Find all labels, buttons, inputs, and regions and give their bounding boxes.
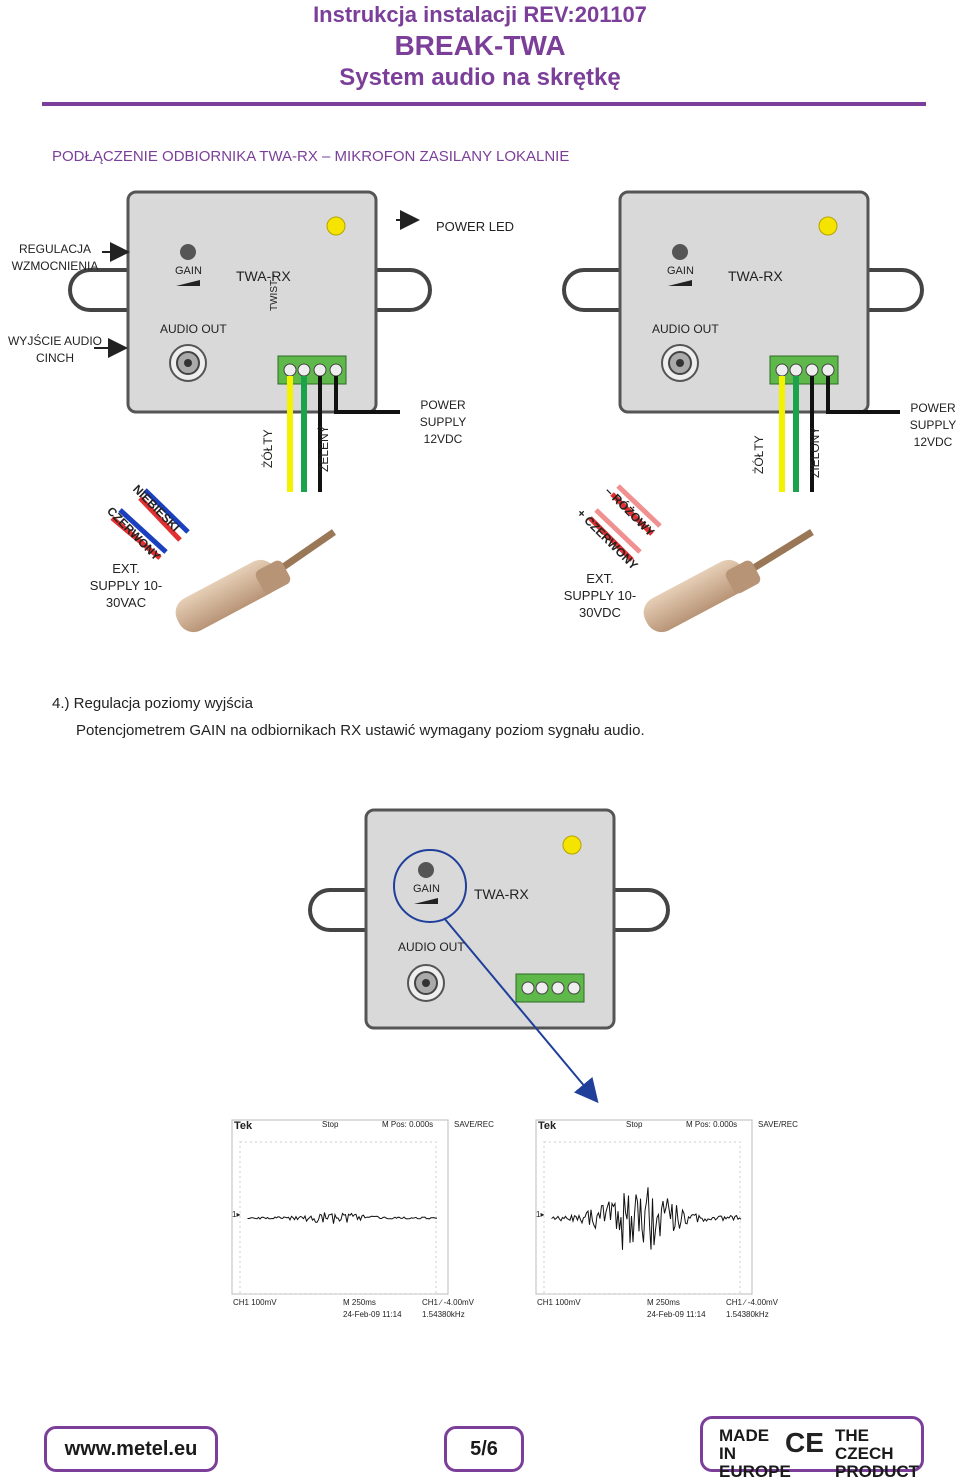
ext-supply-left: EXT. SUPPLY 10-30VAC [86,560,166,611]
left-microphone [170,532,334,638]
gain-label: GAIN [175,265,202,277]
scope-ch1: CH1 100mV [233,1298,277,1307]
left-device [70,192,430,412]
section-title: PODŁĄCZENIE ODBIORNIKA TWA-RX – MIKROFON… [52,148,569,165]
scope-menu-title: SAVE/REC [454,1120,494,1129]
wire-green-right: ZIELONY [808,427,822,478]
audio-cinch-label: WYJŚCIE AUDIO CINCH [0,333,110,367]
doc-revision: Instrukcja instalacji REV:201107 [0,2,960,28]
scope-stop-right: Stop [626,1120,642,1129]
product-subtitle: System audio na skrętkę [0,64,960,92]
wire-green-left: ZELENÝ [317,425,331,472]
header-rule [42,102,926,106]
footer-badge: MADE IN EUROPE CE THE CZECH PRODUCT [700,1416,924,1472]
step-description: Potencjometrem GAIN na odbiornikach RX u… [76,722,645,739]
wire-yellow-left: ŻÓŁTY [261,429,275,468]
audio-out-label: AUDIO OUT [160,322,227,336]
scope-m-right: M 250ms [647,1298,680,1307]
scope-mpos-right: M Pos: 0.000s [686,1120,737,1129]
scope-ch1-right: CH1 100mV [537,1298,581,1307]
scope-brand-right: Tek [538,1120,556,1132]
scope-brand: Tek [234,1120,252,1132]
scope-freq-right: 1.54380kHz [726,1310,769,1319]
scope-freq: 1.54380kHz [422,1310,465,1319]
gain-label-right: GAIN [667,265,694,277]
right-device [564,192,922,412]
made-in-europe: MADE IN EUROPE [719,1427,779,1481]
footer-url[interactable]: www.metel.eu [47,1429,215,1469]
product-name: BREAK-TWA [0,30,960,62]
device-name-right: TWA-RX [728,268,783,284]
scope-date: 24-Feb-09 11:14 [343,1310,402,1319]
right-microphone [638,532,812,638]
scope-m: M 250ms [343,1298,376,1307]
step-heading: 4.) Regulacja poziomy wyjścia [52,695,253,712]
gain-detail-figure [0,800,960,1340]
page-number: 5/6 [447,1429,521,1469]
scope-date-right: 24-Feb-09 11:14 [647,1310,706,1319]
scope-menu-title-right: SAVE/REC [758,1120,798,1129]
footer-url-box: www.metel.eu [44,1426,218,1472]
footer-page-box: 5/6 [444,1426,524,1472]
scope-stop: Stop [322,1120,338,1129]
scope-trig-right: CH1 ∕ -4.00mV [726,1298,778,1307]
ext-supply-right: EXT. SUPPLY 10-30VDC [560,570,640,621]
power-led-label: POWER LED [436,219,514,234]
device-name-detail: TWA-RX [474,886,529,902]
wire-yellow-right: ŻÓŁTY [752,435,766,474]
ce-mark: CE [785,1427,824,1459]
gain-adjust-label: REGULACJA WZMOCNIENIA [0,241,110,275]
power-supply-right: POWER SUPPLY 12VDC [900,400,960,451]
power-supply-left: POWER SUPPLY 12VDC [410,397,476,448]
scope-left [232,1120,448,1294]
audio-out-label-right: AUDIO OUT [652,322,719,336]
scope-trig: CH1 ∕ -4.00mV [422,1298,474,1307]
scope-marker: 1▸ [232,1210,240,1219]
terminal-labels-left: TWIST - [269,274,280,311]
audio-out-label-detail: AUDIO OUT [398,940,465,954]
device-name: TWA-RX [236,268,291,284]
scope-mpos: M Pos: 0.000s [382,1120,433,1129]
scope-marker-right: 1▸ [536,1210,544,1219]
gain-label-detail: GAIN [413,883,440,895]
czech-product: THE CZECH PRODUCT [835,1427,921,1481]
scope-right [536,1120,752,1294]
